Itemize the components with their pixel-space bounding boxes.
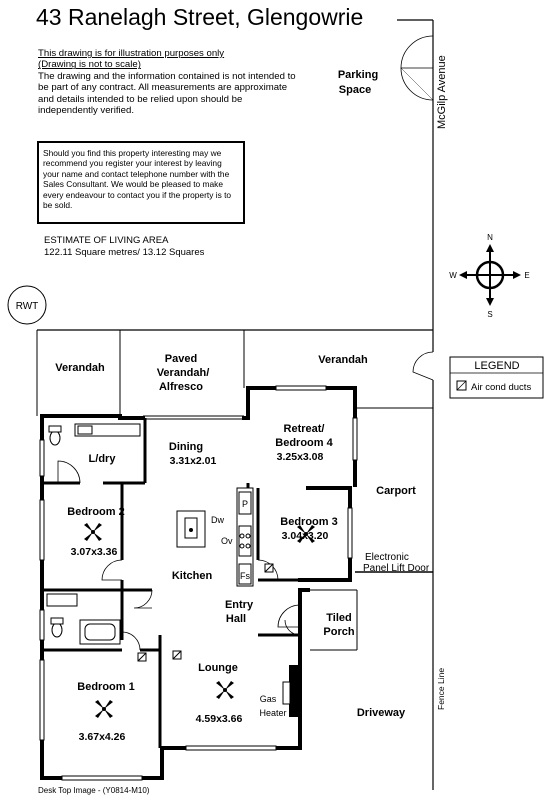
- street-name: McGilp Avenue: [436, 55, 448, 129]
- bedroom3-label: Bedroom 3: [280, 516, 337, 528]
- parking-gate-leaf: [400, 67, 434, 101]
- contact-notice-box: Should you find this property interestin…: [37, 141, 245, 224]
- legend: LEGEND Air cond ducts: [449, 356, 544, 399]
- wet-area-fittings: [46, 423, 141, 645]
- contact-notice-text: Should you find this property interestin…: [43, 148, 232, 211]
- living-area-estimate: ESTIMATE OF LIVING AREA 122.11 Square me…: [44, 235, 204, 259]
- toilet-lower: [51, 622, 63, 638]
- compass-rose: N S E W: [449, 233, 529, 319]
- parking-gate-upper: [400, 35, 434, 69]
- kitchen-island: [176, 510, 206, 548]
- side-gate: [412, 351, 434, 381]
- toilet-upper: [49, 430, 61, 446]
- bedroom2-dimensions: 3.07x3.36: [71, 546, 118, 558]
- disclaimer-body: The drawing and the information containe…: [38, 70, 296, 117]
- paved-label-1: Paved: [165, 353, 197, 365]
- kitchen-fittings: [176, 487, 254, 587]
- fan-icon-bedroom2: [84, 523, 102, 541]
- bedroom1-dimensions: 3.67x4.26: [79, 731, 126, 743]
- retreat-dimensions: 3.25x3.08: [277, 451, 324, 463]
- fan-icon-bedroom1: [95, 700, 113, 718]
- compass-s: S: [487, 310, 492, 319]
- interior-walls: [42, 418, 302, 748]
- parking-label-2: Space: [339, 84, 371, 96]
- kitchen-label: Kitchen: [172, 570, 213, 582]
- legend-title: LEGEND: [474, 360, 519, 372]
- compass-e: E: [524, 271, 529, 280]
- fan-icon-lounge: [216, 681, 234, 699]
- bedroom3-dimensions: 3.04x3.20: [282, 530, 329, 542]
- gas-heater-label-2: Heater: [259, 708, 286, 718]
- panel-door-label-1: Electronic: [365, 552, 409, 563]
- footer-caption: Desk Top Image - (Y0814-M10): [38, 786, 150, 795]
- gas-heater: [282, 681, 291, 705]
- parking-gate-lower: [400, 67, 434, 101]
- driveway-label: Driveway: [357, 707, 406, 719]
- paved-label-3: Alfresco: [159, 381, 203, 393]
- legend-item-label: Air cond ducts: [471, 382, 531, 393]
- laundry-label: L/dry: [89, 453, 117, 465]
- entry-label-2: Hall: [226, 613, 246, 625]
- fence-line-label: Fence Line: [436, 668, 446, 710]
- dining-dimensions: 3.31x2.01: [170, 455, 217, 467]
- porch-label-2: Porch: [323, 626, 354, 638]
- rainwater-tank: [7, 285, 47, 325]
- fridge-space-label: Fs: [240, 571, 250, 581]
- verandah-left-label: Verandah: [55, 362, 105, 374]
- compass-n: N: [487, 233, 493, 242]
- paved-label-2: Verandah/: [157, 367, 210, 379]
- compass-w: W: [449, 271, 457, 280]
- dishwasher-label: Dw: [211, 515, 224, 525]
- disclaimer-line-2: (Drawing is not to scale): [38, 59, 141, 71]
- disclaimer-text: This drawing is for illustration purpose…: [38, 48, 298, 116]
- parking-label-1: Parking: [338, 69, 378, 81]
- rwt-label: RWT: [16, 301, 39, 312]
- verandah-right-label: Verandah: [318, 354, 368, 366]
- panel-door-label-2: Panel Lift Door: [363, 563, 430, 574]
- entry-label-1: Entry: [225, 599, 254, 611]
- bedroom1-label: Bedroom 1: [77, 681, 134, 693]
- oven-label: Ov: [221, 536, 233, 546]
- fan-icon-bedroom3: [297, 525, 315, 543]
- verandah-outlines: [36, 330, 433, 418]
- lounge-dimensions: 4.59x3.66: [196, 713, 243, 725]
- windows: [39, 385, 358, 781]
- disclaimer-line-1: This drawing is for illustration purpose…: [38, 48, 225, 59]
- rear-sliding-doors: [143, 415, 244, 420]
- ceiling-fans: [84, 523, 315, 718]
- page-title: 43 Ranelagh Street, Glengowrie: [36, 4, 364, 30]
- porch-label-1: Tiled: [326, 612, 351, 624]
- cooktop: [238, 525, 252, 557]
- gas-heater-label-1: Gas: [260, 694, 277, 704]
- living-area-heading: ESTIMATE OF LIVING AREA: [44, 235, 169, 246]
- bedroom2-label: Bedroom 2: [67, 506, 124, 518]
- living-area-value: 122.11 Square metres/ 13.12 Squares: [44, 247, 205, 258]
- carport-label: Carport: [376, 485, 416, 497]
- pantry-label: P: [242, 499, 248, 509]
- air-cond-ducts: [137, 563, 274, 662]
- retreat-label-1: Retreat/: [284, 423, 325, 435]
- dining-label: Dining: [169, 441, 203, 453]
- fireplace: [289, 665, 302, 717]
- lounge-label: Lounge: [198, 662, 238, 674]
- retreat-label-2: Bedroom 4: [275, 437, 333, 449]
